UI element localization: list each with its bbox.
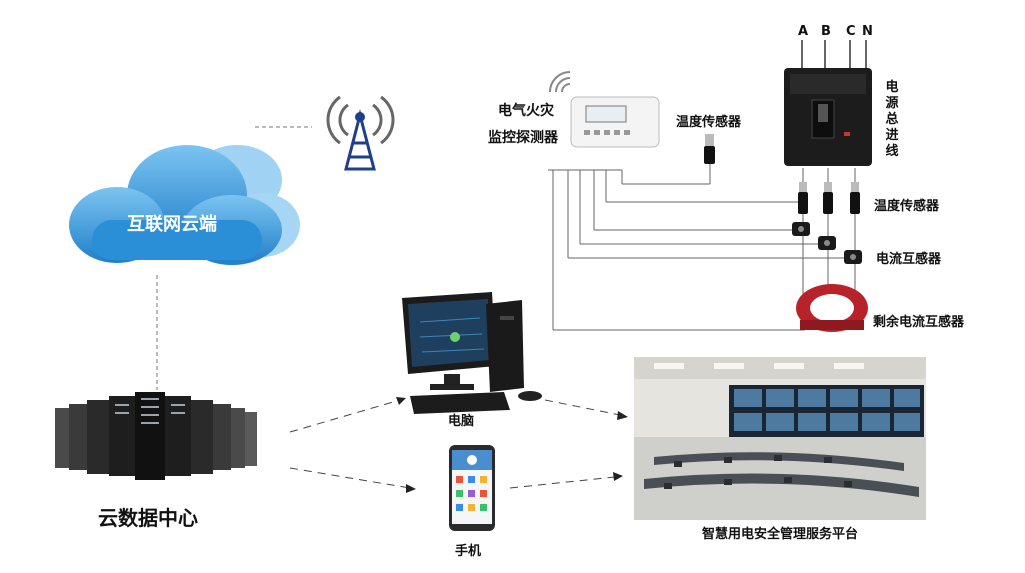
- phase-label-b: B: [821, 24, 831, 39]
- detector-device-icon: [570, 96, 660, 148]
- residual-ct-icon: [796, 284, 868, 332]
- breaker-side-label: 电源总进线: [885, 80, 899, 159]
- server-rack-icon: [55, 392, 257, 480]
- phase-label-c: C: [846, 24, 856, 39]
- signal-tower-icon: [326, 95, 395, 171]
- circuit-breaker-icon: [784, 40, 872, 166]
- line-temp-sensors-icon: [798, 182, 860, 214]
- phone-label: 手机: [455, 544, 482, 559]
- cloud-icon: [69, 145, 300, 265]
- current-transformers-label: 电流互感器: [876, 252, 942, 267]
- platform-label: 智慧用电安全管理服务平台: [702, 527, 859, 542]
- computer-icon: [402, 292, 542, 414]
- detector-label-line1: 电气火灾: [498, 103, 554, 119]
- wifi-icon: [549, 71, 571, 93]
- phone-icon: [449, 445, 495, 531]
- phase-label-a: A: [798, 24, 809, 39]
- computer-label: 电脑: [448, 414, 475, 429]
- temp-sensor-icon: [704, 134, 715, 164]
- control-room-image: [634, 357, 926, 520]
- detector-label-line2: 监控探测器: [488, 130, 558, 146]
- temp-sensors-label: 温度传感器: [874, 199, 940, 214]
- temp-sensor-top-label: 温度传感器: [676, 115, 742, 130]
- cloud-label: 互联网云端: [127, 214, 217, 235]
- datacenter-label: 云数据中心: [98, 506, 198, 530]
- phase-label-n: N: [862, 24, 873, 39]
- current-transformers-icon: [792, 222, 862, 264]
- residual-ct-label: 剩余电流互感器: [873, 315, 965, 330]
